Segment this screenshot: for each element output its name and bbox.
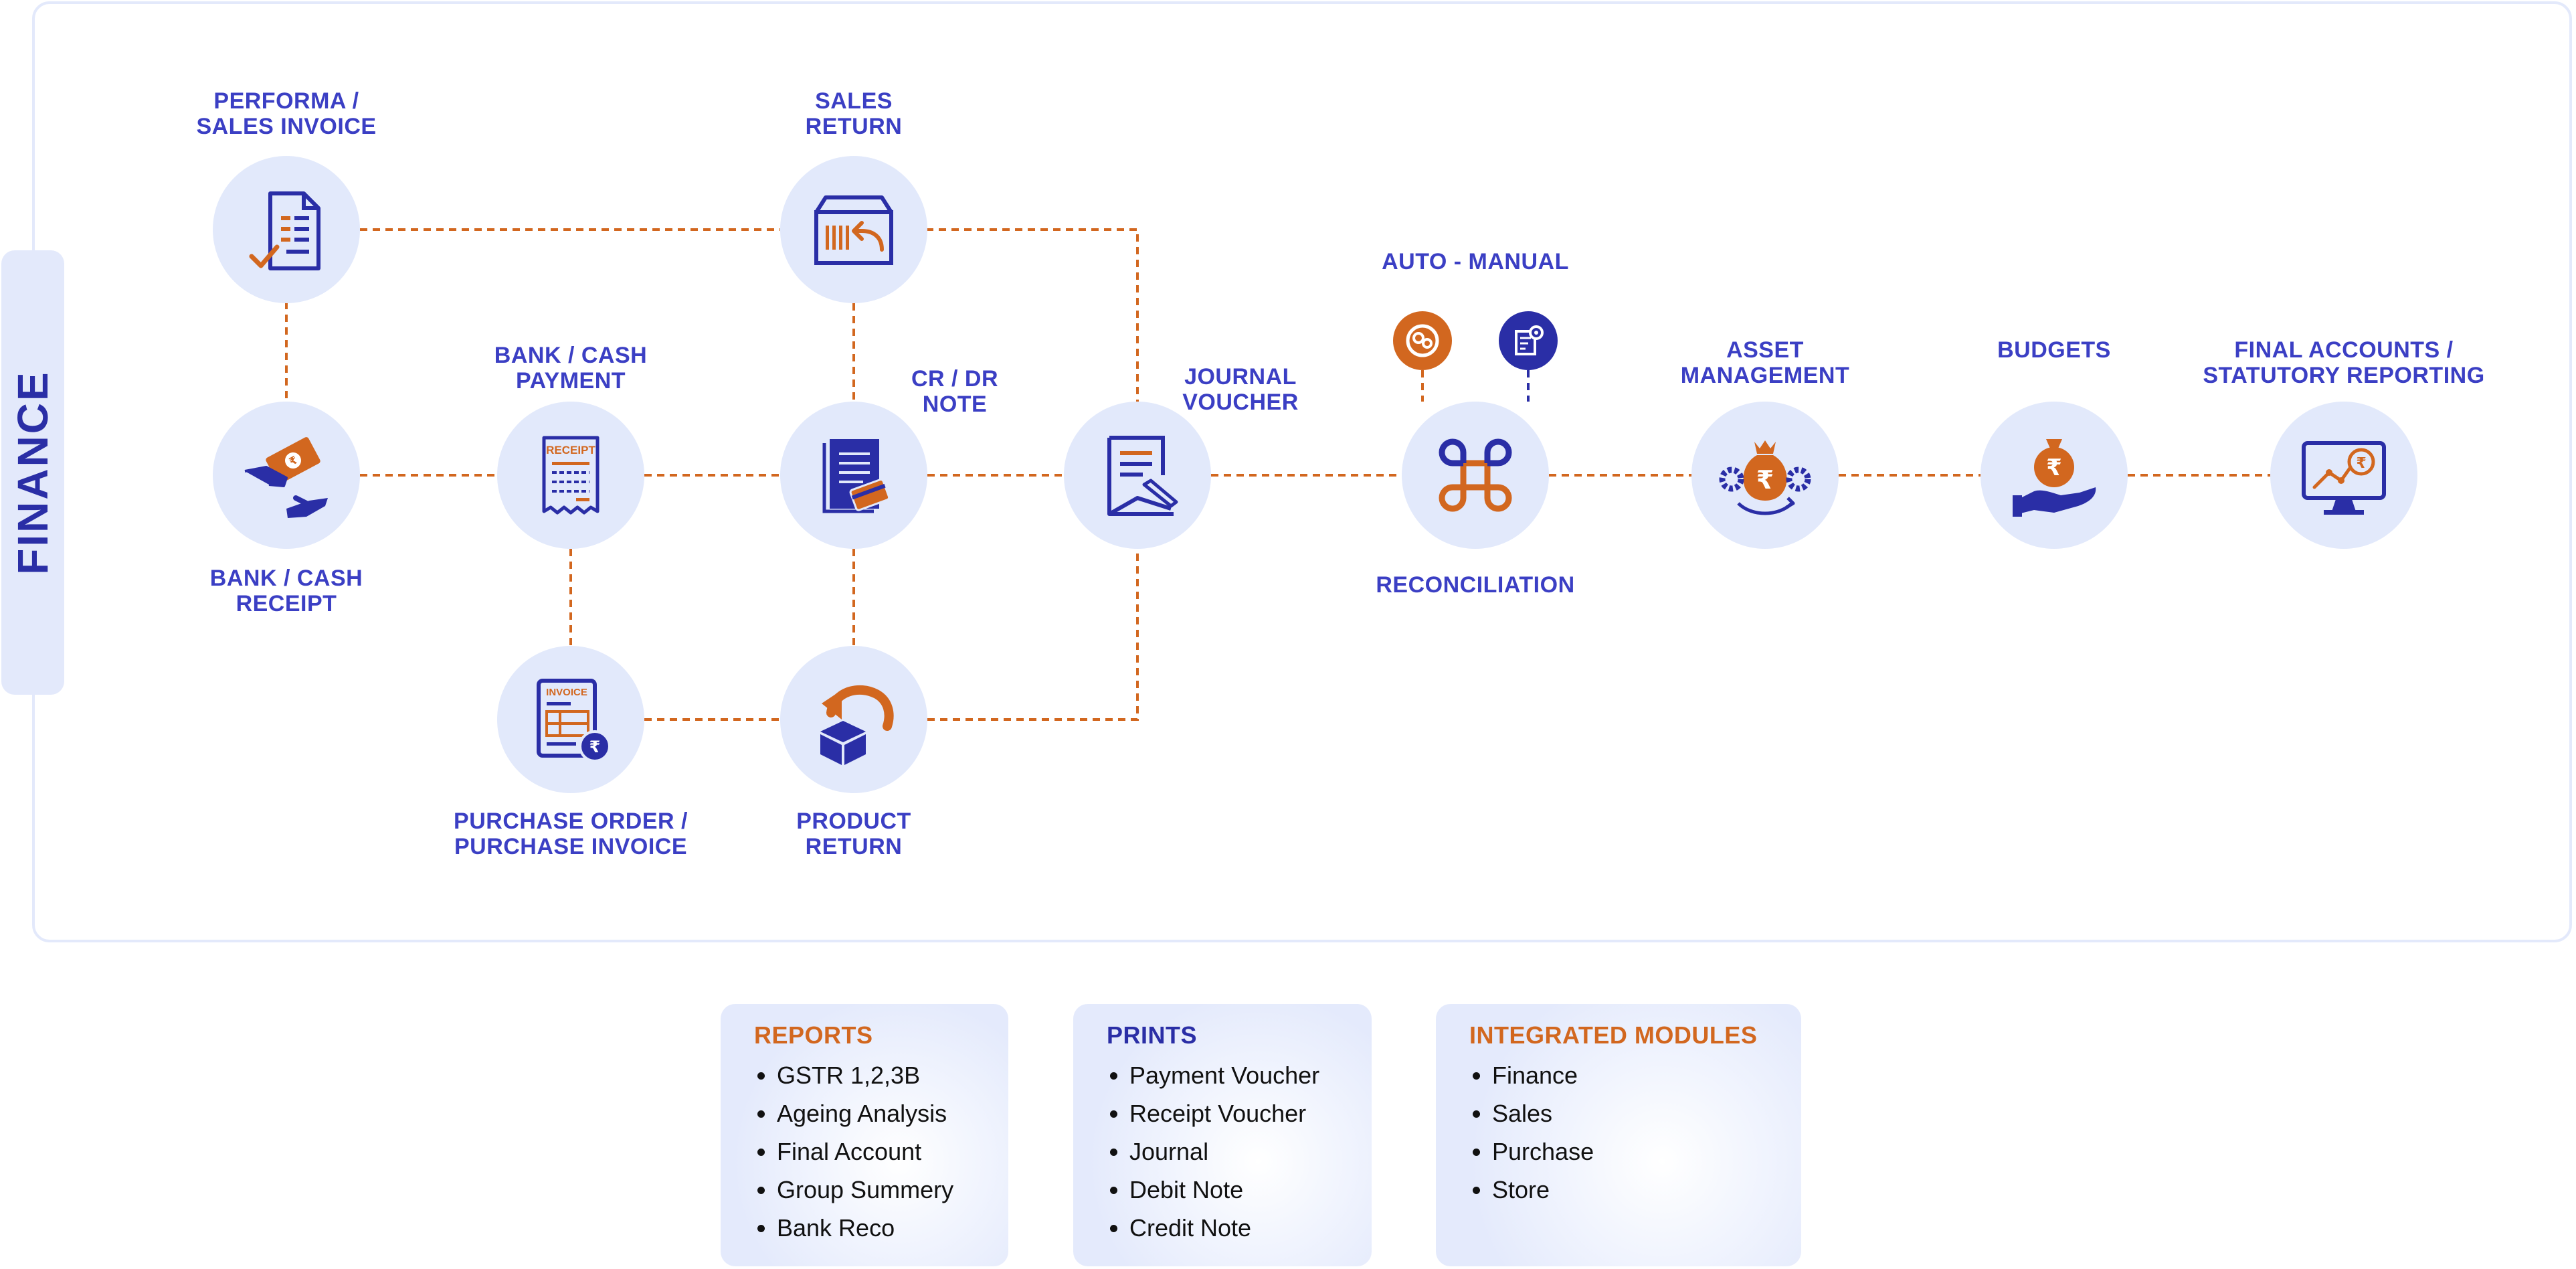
svg-text:RECEIPT: RECEIPT [546, 444, 595, 456]
connector [927, 549, 1139, 721]
reconciliation-modes-label: AUTO - MANUAL [1382, 249, 1569, 274]
connector-lines [285, 228, 2271, 721]
manual-badge[interactable] [1499, 311, 1558, 370]
integrated-modules-card: INTEGRATED MODULES Finance Sales Purchas… [1436, 1004, 1801, 1266]
invoice-check-icon [249, 191, 320, 270]
card-title: REPORTS [754, 1021, 873, 1049]
svg-text:₹: ₹ [589, 738, 601, 756]
diagram-frame [32, 1, 2572, 942]
list-item: Credit Note [1129, 1209, 1338, 1247]
list-item: GSTR 1,2,3B [777, 1056, 975, 1094]
command-icon [1439, 438, 1512, 512]
node-label: PURCHASE ORDER /PURCHASE INVOICE [454, 809, 688, 859]
node-reconciliation[interactable] [1402, 402, 1549, 549]
node-cr-dr-note[interactable] [780, 402, 927, 549]
list-item: Store [1492, 1171, 1768, 1209]
svg-text:₹: ₹ [2046, 454, 2062, 481]
auto-gears-icon [1406, 324, 1439, 357]
node-sales-return[interactable] [780, 156, 927, 303]
connector [926, 228, 1139, 402]
node-label: FINAL ACCOUNTS /STATUTORY REPORTING [2203, 337, 2485, 388]
list-item: Ageing Analysis [777, 1094, 975, 1132]
node-sales-invoice[interactable] [213, 156, 360, 303]
auto-badge[interactable] [1393, 311, 1452, 370]
svg-text:₹: ₹ [1756, 465, 1774, 495]
list-item: Finance [1492, 1056, 1768, 1094]
node-label: PERFORMA /SALES INVOICE [196, 88, 377, 139]
hand-coin-icon: ₹ [2013, 439, 2096, 517]
list-item: Payment Voucher [1129, 1056, 1338, 1094]
money-bag-gears-icon: ₹ [1719, 440, 1811, 515]
cash-hand-icon: ₹ [244, 437, 328, 518]
manual-settings-icon [1515, 325, 1544, 355]
list-item: Receipt Voucher [1129, 1094, 1338, 1132]
card-list: Finance Sales Purchase Store [1469, 1056, 1768, 1209]
list-item: Debit Note [1129, 1171, 1338, 1209]
node-label: RECONCILIATION [1376, 572, 1575, 598]
card-list: Payment Voucher Receipt Voucher Journal … [1107, 1056, 1338, 1247]
card-title: INTEGRATED MODULES [1469, 1021, 1758, 1049]
node-final-accounts[interactable]: ₹ [2270, 402, 2417, 549]
card-title: PRINTS [1107, 1021, 1198, 1049]
svg-text:INVOICE: INVOICE [546, 687, 587, 698]
section-tab: FINANCE [1, 250, 64, 695]
node-bank-payment[interactable]: RECEIPT [497, 402, 644, 549]
note-card-icon [822, 439, 891, 513]
list-item: Bank Reco [777, 1209, 975, 1247]
prints-card: PRINTS Payment Voucher Receipt Voucher J… [1073, 1004, 1372, 1266]
node-budgets[interactable]: ₹ [1981, 402, 2128, 549]
node-asset-management[interactable]: ₹ [1691, 402, 1839, 549]
box-return-arrow-icon [820, 685, 894, 765]
node-label: BUDGETS [1997, 337, 2111, 363]
list-item: Final Account [777, 1132, 975, 1171]
receipt-icon: RECEIPT [542, 436, 600, 515]
list-item: Group Summery [777, 1171, 975, 1209]
card-list: GSTR 1,2,3B Ageing Analysis Final Accoun… [754, 1056, 975, 1247]
orange-connectors [285, 228, 2271, 721]
journal-pen-icon [1107, 436, 1178, 516]
svg-text:₹: ₹ [2356, 455, 2366, 472]
list-item: Purchase [1492, 1132, 1768, 1171]
node-journal-voucher[interactable] [1064, 402, 1211, 549]
monitor-chart-icon: ₹ [2302, 441, 2386, 515]
list-item: Sales [1492, 1094, 1768, 1132]
list-item: Journal [1129, 1132, 1338, 1171]
node-bank-receipt[interactable]: ₹ [213, 402, 360, 549]
node-purchase-invoice[interactable]: INVOICE ₹ [497, 646, 644, 793]
reports-card: REPORTS GSTR 1,2,3B Ageing Analysis Fina… [721, 1004, 1008, 1266]
node-product-return[interactable] [780, 646, 927, 793]
invoice-rupee-icon: INVOICE ₹ [537, 679, 611, 762]
return-box-icon [814, 195, 893, 265]
